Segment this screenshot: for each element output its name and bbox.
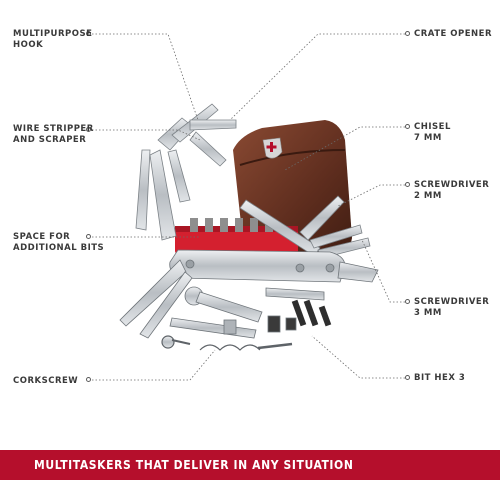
label-space-bits: SPACE FOR ADDITIONAL BITS [13, 232, 105, 253]
crate-opener-dot [405, 31, 410, 36]
loose-bits [291, 299, 332, 327]
banner-text: MULTITASKERS THAT DELIVER IN ANY SITUATI… [34, 458, 354, 472]
right-tools [239, 195, 371, 259]
main-handle [169, 249, 346, 283]
hook-dot [86, 31, 91, 36]
corkscrew [161, 335, 293, 351]
screwdriver-2-dot [405, 182, 410, 187]
label-chisel: CHISEL 7 MM [414, 122, 451, 143]
bit-extension [169, 315, 297, 339]
bit-hex-dot [405, 375, 410, 380]
brand-shield-icon [262, 137, 283, 159]
label-corkscrew: CORKSCREW [13, 376, 79, 386]
label-multipurpose-hook: MULTIPURPOSE HOOK [13, 29, 93, 50]
screwdriver-3-dot [405, 299, 410, 304]
corkscrew-dot [86, 377, 91, 382]
ratchet [184, 286, 325, 323]
label-screwdriver-2: SCREWDRIVER 2 MM [414, 180, 490, 201]
label-crate-opener: CRATE OPENER [414, 29, 492, 39]
pliers [119, 259, 379, 339]
label-bit-hex: BIT HEX 3 [414, 373, 466, 383]
bits-dot [86, 234, 91, 239]
bit-holder [175, 218, 298, 254]
label-wire-stripper: WIRE STRIPPER AND SCRAPER [13, 124, 94, 145]
chisel-dot [405, 124, 410, 129]
wire-stripper-dot [86, 127, 91, 132]
label-screwdriver-3: SCREWDRIVER 3 MM [414, 297, 490, 318]
bottom-banner: MULTITASKERS THAT DELIVER IN ANY SITUATI… [0, 450, 500, 480]
